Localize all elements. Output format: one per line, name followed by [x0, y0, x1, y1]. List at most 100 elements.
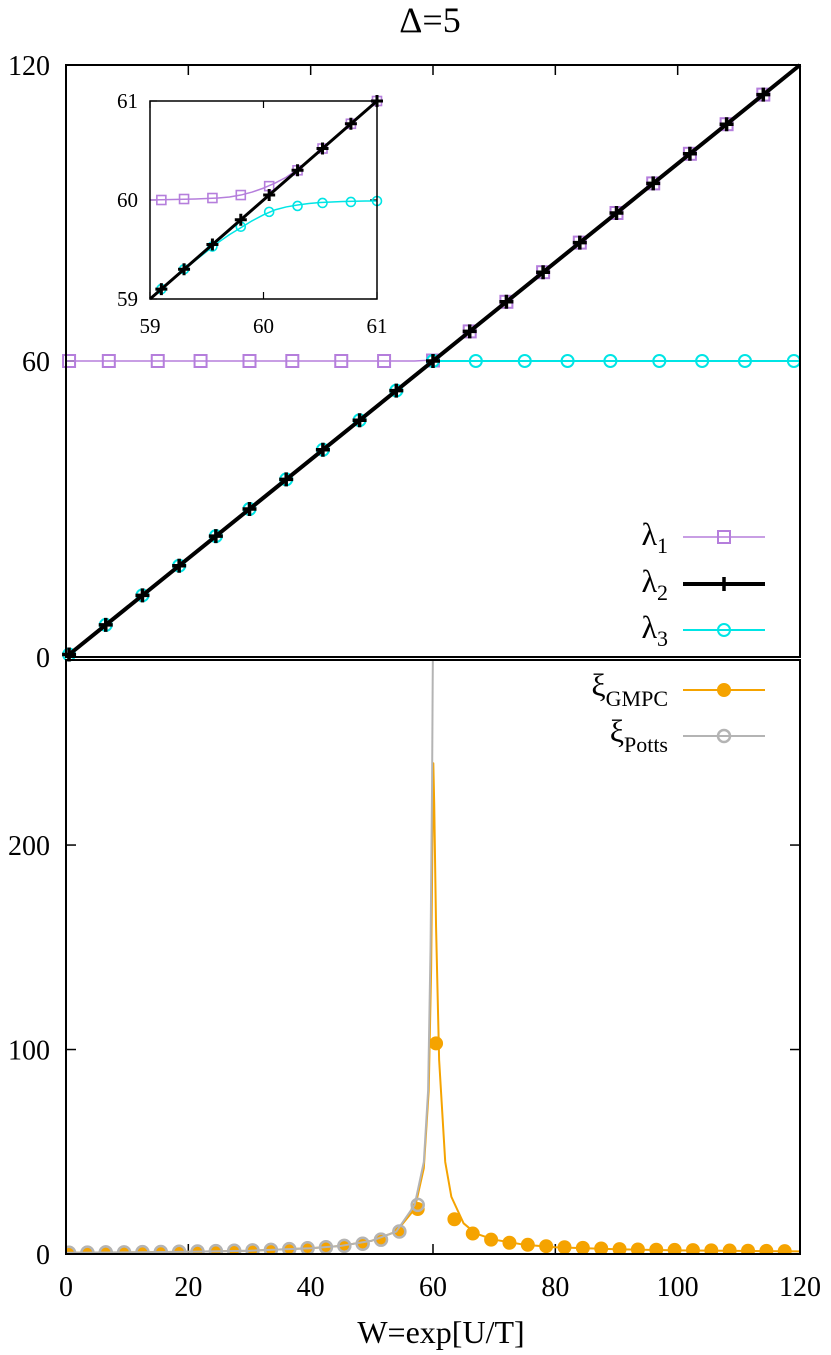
data-point-xi-potts	[263, 1242, 279, 1254]
inset-frame	[149, 100, 378, 300]
data-point-xi-potts	[300, 1241, 315, 1254]
inset-point-lambda2	[155, 283, 168, 296]
inset-line-lambda2	[149, 99, 378, 301]
inset-point-lambda2	[316, 142, 329, 155]
inset-y-tick-label: 61	[117, 89, 138, 113]
inset-point-lambda3	[345, 196, 357, 208]
data-point-lambda2	[279, 472, 294, 487]
data-point-xi-gmpc	[777, 1244, 792, 1254]
data-point-lambda1	[377, 354, 392, 368]
data-point-lambda3	[468, 354, 483, 368]
inset-point-lambda2	[234, 213, 247, 226]
legend-label-xi-gmpc: ξGMPC	[591, 667, 668, 711]
plot-frame	[65, 64, 801, 658]
inset-point-lambda1	[178, 193, 190, 205]
data-point-xi-potts	[373, 1232, 389, 1247]
data-point-lambda2	[135, 588, 150, 603]
data-point-lambda3	[695, 354, 710, 368]
inset-point-lambda1	[156, 194, 167, 206]
y-tick-label: 100	[8, 1036, 50, 1067]
data-point-xi-potts	[190, 1244, 205, 1254]
data-point-lambda1	[150, 354, 165, 368]
y-tick-label: 120	[8, 51, 50, 82]
x-tick-label: 80	[541, 1272, 569, 1303]
data-point-lambda2	[682, 146, 697, 161]
data-point-lambda2	[756, 87, 771, 102]
data-point-xi-gmpc	[484, 1232, 499, 1247]
data-point-lambda2	[462, 324, 477, 339]
data-point-xi-gmpc	[704, 1243, 719, 1254]
data-point-lambda3	[652, 354, 667, 368]
data-point-lambda1	[242, 354, 257, 368]
data-point-lambda2	[609, 206, 624, 220]
inset-y-tick-label: 59	[117, 287, 138, 311]
y-tick-label: 0	[36, 1240, 50, 1271]
data-point-lambda2	[536, 265, 551, 280]
data-point-xi-potts	[355, 1236, 370, 1252]
legend-marker-lambda2	[717, 577, 731, 591]
legend-marker-xi-potts	[716, 728, 732, 744]
x-tick-label: 120	[779, 1272, 821, 1303]
legend-marker-xi-gmpc	[717, 683, 731, 697]
chart-title: Δ=5	[399, 0, 460, 40]
data-point-xi-gmpc	[539, 1239, 554, 1254]
data-point-xi-potts	[116, 1245, 132, 1254]
inset-y-tick-label: 60	[117, 188, 138, 212]
legend-label-xi-potts: ξPotts	[610, 713, 668, 757]
data-point-lambda1	[101, 354, 116, 368]
data-point-xi-potts	[245, 1243, 260, 1254]
legend-marker-lambda1	[717, 530, 731, 544]
inset-x-tick-label: 61	[367, 314, 388, 338]
x-tick-label: 60	[419, 1272, 447, 1303]
inset-point-lambda3	[263, 206, 275, 218]
bottom-series-group	[66, 660, 800, 1254]
legend-label-lambda2: λ2	[641, 563, 668, 605]
data-point-xi-gmpc	[575, 1240, 590, 1254]
y-tick-label: 60	[22, 347, 50, 378]
x-tick-label: 20	[174, 1272, 202, 1303]
inset-point-lambda3	[292, 200, 303, 212]
data-point-xi-potts	[153, 1244, 169, 1254]
data-point-lambda2	[208, 529, 223, 544]
data-point-xi-gmpc	[722, 1243, 737, 1254]
legend-marker-lambda3	[717, 623, 731, 637]
inset-point-lambda2	[291, 164, 304, 177]
data-point-lambda3	[560, 354, 575, 368]
data-point-xi-potts	[337, 1238, 352, 1254]
data-point-xi-gmpc	[759, 1243, 774, 1254]
data-point-lambda2	[352, 413, 367, 428]
data-point-xi-potts	[410, 1197, 425, 1213]
inset-x-tick-label: 59	[140, 314, 161, 338]
inset-point-lambda2	[178, 263, 191, 276]
inset-point-lambda3	[317, 197, 328, 209]
data-point-xi-gmpc	[741, 1243, 756, 1254]
plot-frame	[65, 659, 801, 1255]
y-tick-label: 0	[36, 643, 50, 674]
data-point-xi-potts	[66, 1245, 77, 1254]
data-point-xi-gmpc	[612, 1242, 627, 1254]
x-tick-label: 40	[297, 1272, 325, 1303]
data-point-lambda2	[315, 442, 330, 457]
inset-point-lambda2	[263, 189, 276, 202]
data-point-lambda2	[98, 617, 113, 632]
data-point-lambda3	[603, 354, 618, 368]
legend-label-lambda1: λ1	[641, 516, 668, 558]
data-point-lambda2	[172, 558, 187, 573]
data-point-lambda2	[719, 117, 734, 132]
inset-point-lambda2	[206, 238, 219, 251]
data-point-lambda2	[242, 502, 257, 516]
data-point-lambda2	[646, 176, 661, 191]
y-tick-label: 200	[8, 831, 50, 862]
inset-point-lambda2	[344, 117, 357, 130]
data-point-xi-gmpc	[649, 1242, 664, 1254]
series-line-xi-potts	[66, 660, 434, 1254]
data-point-lambda3	[737, 354, 752, 368]
data-point-lambda1	[285, 354, 300, 368]
x-tick-label: 0	[59, 1272, 73, 1303]
data-point-xi-potts	[80, 1245, 95, 1254]
data-point-lambda1	[62, 354, 77, 368]
data-point-xi-potts	[392, 1224, 407, 1239]
inset-x-tick-label: 60	[253, 314, 274, 338]
